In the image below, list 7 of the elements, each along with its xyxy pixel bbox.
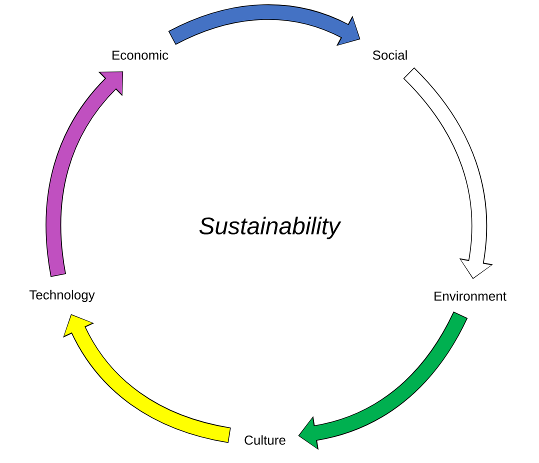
node-label: Economic bbox=[112, 50, 168, 60]
block-arrow bbox=[46, 71, 124, 277]
node-label: Culture bbox=[244, 435, 286, 445]
node-label: Environment bbox=[434, 291, 506, 301]
node-label: Technology bbox=[29, 290, 95, 302]
node-label: Social bbox=[372, 50, 407, 60]
center-title: Sustainability bbox=[199, 216, 342, 240]
